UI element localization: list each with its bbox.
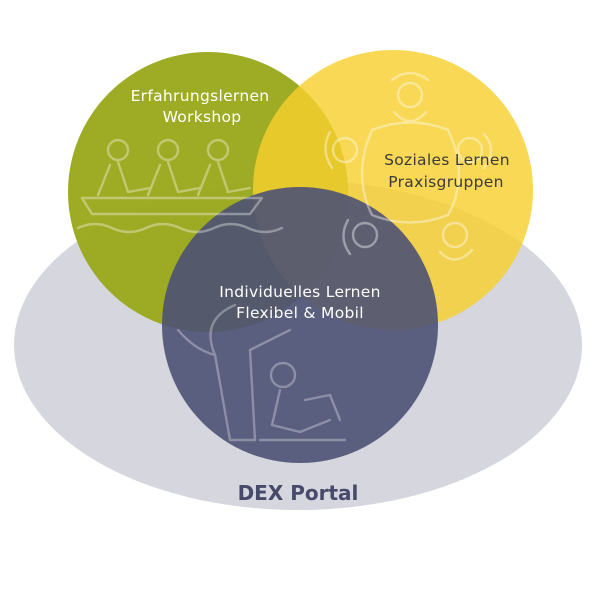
individual-subtitle: Flexibel & Mobil bbox=[236, 304, 364, 322]
circle-individual bbox=[162, 187, 438, 463]
rowing-team-icon bbox=[76, 138, 284, 234]
experiential-subtitle: Workshop bbox=[163, 108, 242, 126]
individual-title: Individuelles Lernen bbox=[219, 283, 381, 301]
social-subtitle: Praxisgruppen bbox=[388, 173, 503, 191]
portal-label: DEX Portal bbox=[238, 481, 359, 505]
person-laptop-tree-icon bbox=[176, 303, 347, 442]
experiential-title: Erfahrungslernen bbox=[131, 87, 270, 105]
group-meeting-icon bbox=[324, 71, 493, 261]
social-title: Soziales Lernen bbox=[384, 151, 510, 169]
